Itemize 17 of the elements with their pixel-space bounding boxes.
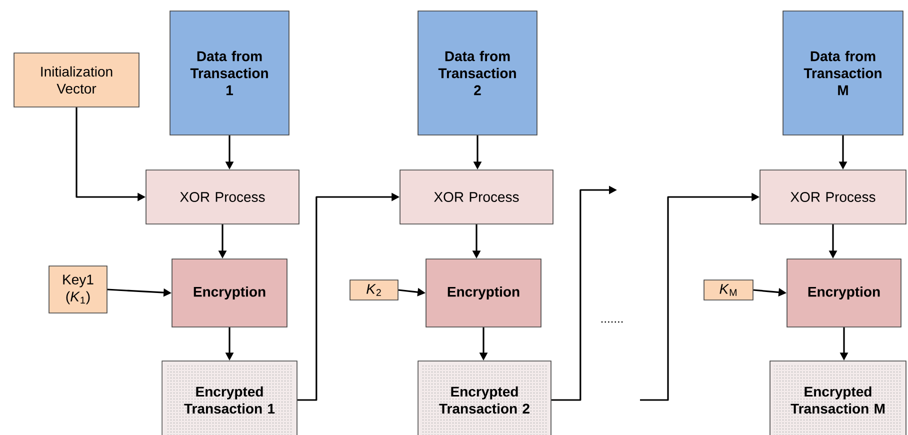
output-box: Encrypted Transaction 1 — [162, 360, 298, 435]
output-box: Encrypted Transaction M — [770, 360, 906, 435]
process-box: XOR Process — [400, 170, 554, 224]
encryption-box: Encryption — [786, 258, 902, 328]
process-box: XOR Process — [146, 170, 300, 224]
input-box: Key1 (K$_{1}$) — [48, 266, 108, 314]
data-box: Data from Transaction 2 — [418, 10, 538, 136]
encryption-box: Encryption — [426, 258, 542, 328]
input-box: Initialization Vector — [14, 52, 140, 108]
data-box: Data from Transaction M — [782, 10, 904, 136]
input-box: K$_{2}$ — [350, 280, 398, 300]
ellipsis: ....... — [601, 321, 623, 323]
data-box: Data from Transaction 1 — [170, 10, 290, 136]
output-box: Encrypted Transaction 2 — [418, 360, 552, 435]
process-box: XOR Process — [760, 170, 906, 224]
input-box: K$_{M}$ — [704, 280, 754, 300]
encryption-box: Encryption — [172, 258, 288, 328]
